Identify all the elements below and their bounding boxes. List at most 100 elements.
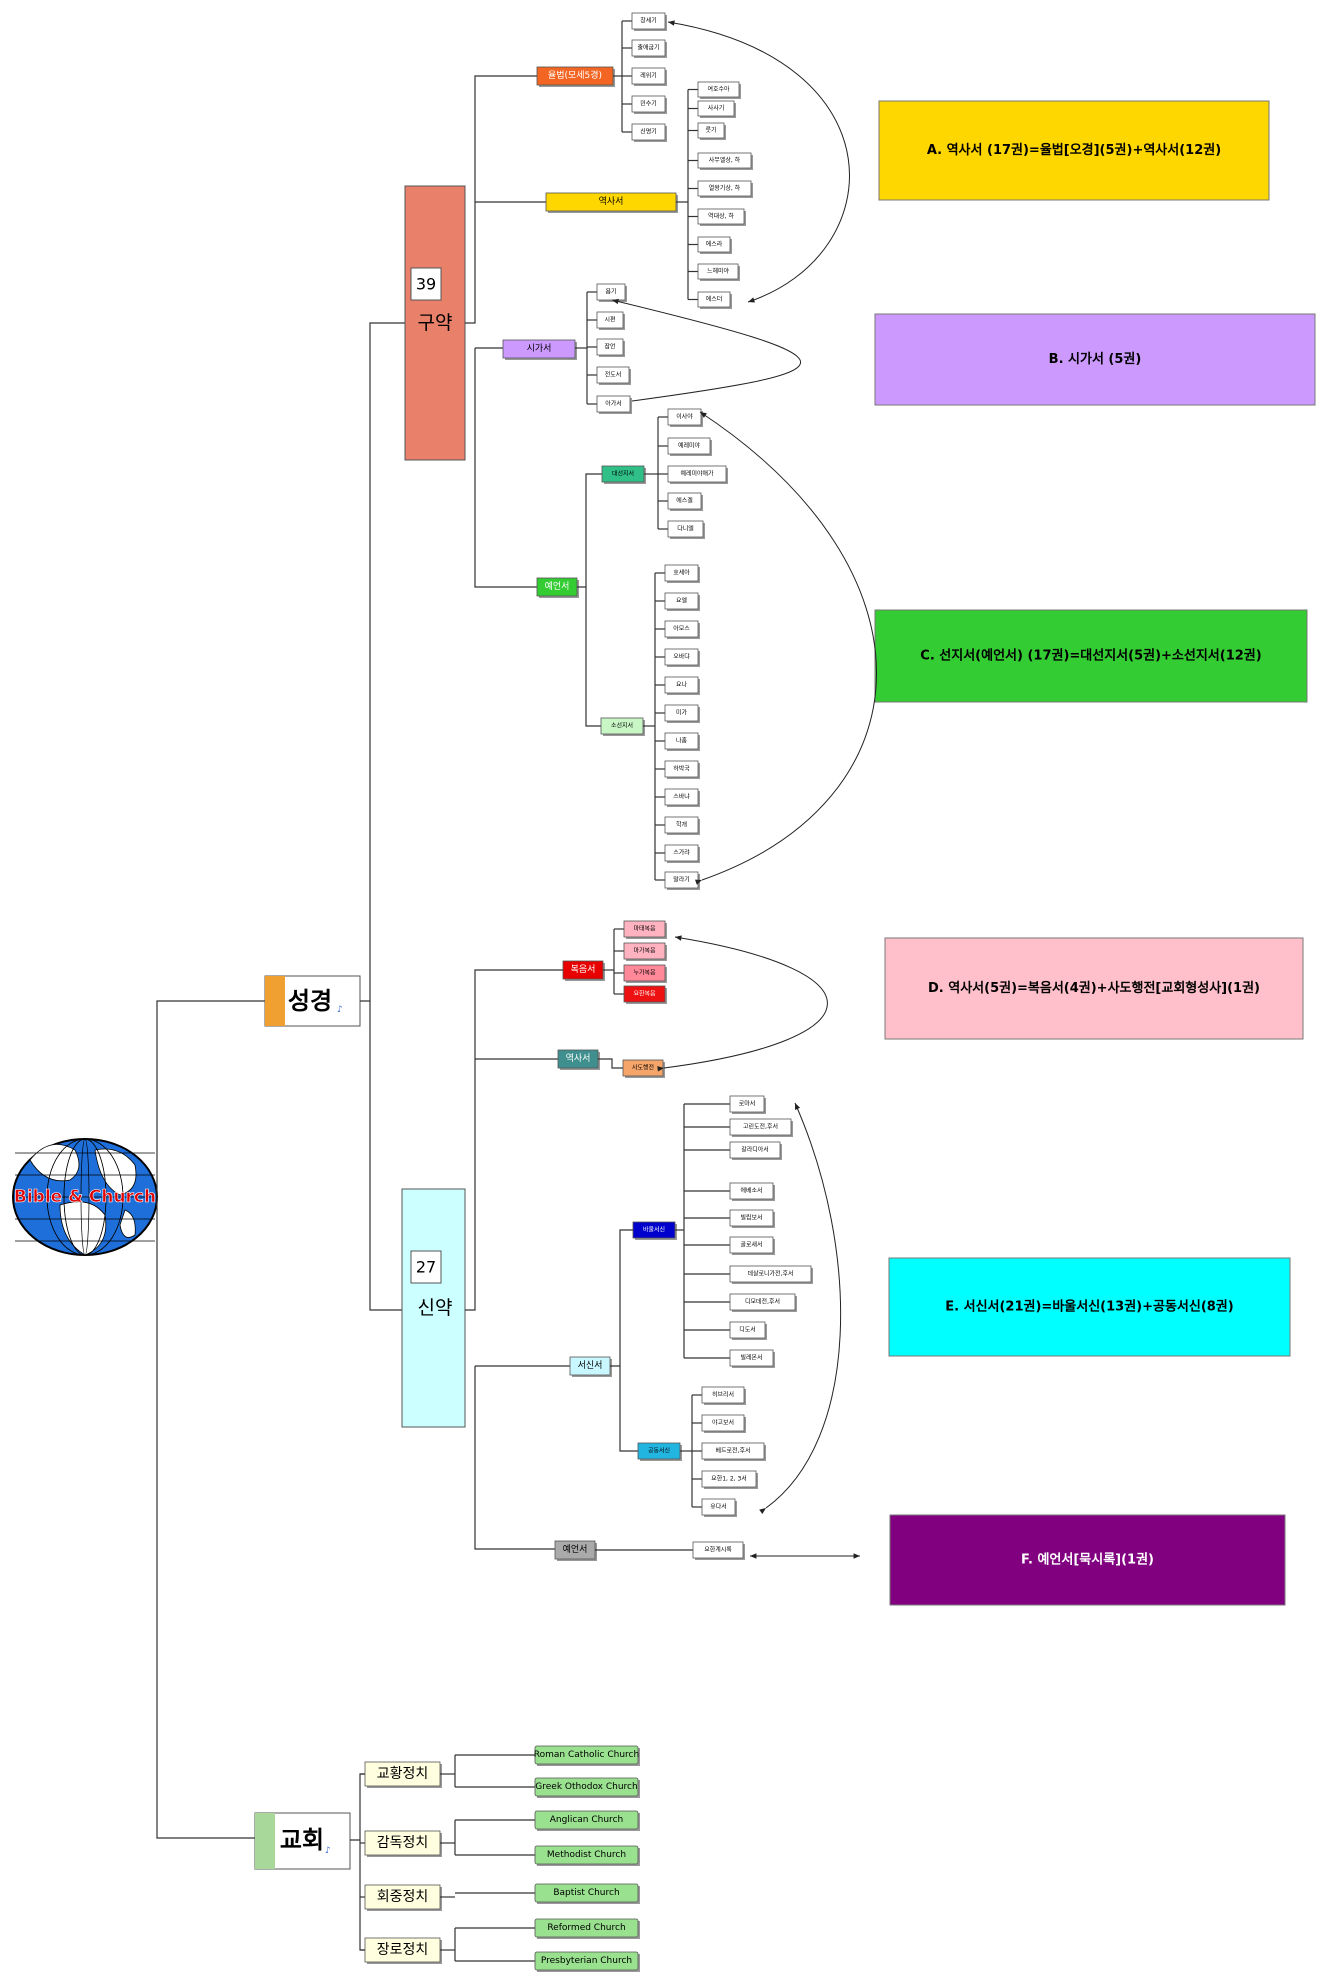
book-node[interactable]: 잠언 [596,338,625,357]
globe-meridian [46,1138,124,1256]
book-node[interactable]: 신명기 [631,123,667,142]
book-node[interactable]: 히브리서 [701,1386,746,1405]
book-node[interactable]: 이사야 [667,408,703,427]
church-item-node[interactable]: Methodist Church [534,1845,640,1866]
book-node[interactable]: 시편 [596,311,625,330]
book-node[interactable]: 요한계시록 [692,1541,745,1560]
book-node[interactable]: 말라기 [664,871,700,890]
book-node[interactable]: 학개 [664,816,700,835]
book-node[interactable]: 전도서 [596,366,631,385]
church-group-node[interactable]: 회중정치 [364,1884,442,1911]
summary-box-b[interactable]: B. 시가서 (5권) [874,313,1316,406]
book-node[interactable]: 스바냐 [664,788,700,807]
book-node[interactable]: 디모데전,후서 [729,1293,797,1312]
church-item-node[interactable]: Baptist Church [534,1883,640,1904]
book-node[interactable]: 에스라 [697,236,732,254]
nt-history-node[interactable]: 역사서 [557,1049,600,1070]
book-node[interactable]: 출애굽기 [631,39,667,58]
summary-box-d[interactable]: D. 역사서(5권)=복음서(4권)+사도행전[교회형성사](1권) [884,937,1304,1040]
book-node[interactable]: 레위기 [631,67,667,86]
church-item-node[interactable]: Roman Catholic Church [534,1745,640,1766]
book-node[interactable]: 역대상, 하 [697,208,746,226]
book-node[interactable]: 요한복음 [623,985,667,1004]
book-node[interactable]: 디도서 [729,1321,767,1340]
book-node[interactable]: 미가 [664,704,700,723]
bible-node[interactable]: 성경♪ [264,975,361,1027]
book-node[interactable]: 여호수아 [697,81,741,99]
book-node[interactable]: 데살로니가전,후서 [729,1265,813,1284]
book-node[interactable]: 에스더 [697,291,732,309]
book-node[interactable]: 요한1, 2, 3서 [701,1470,758,1489]
book-node[interactable]: 열왕기상, 하 [697,180,753,198]
church-group-node[interactable]: 감독정치 [364,1830,442,1857]
book-node[interactable]: 아모스 [664,620,700,639]
church-item-node[interactable]: Anglican Church [534,1810,640,1831]
node-label: Anglican Church [550,1815,623,1825]
summary-box-c[interactable]: C. 선지서(예언서) (17권)=대선지서(5권)+소선지서(12권) [874,609,1308,703]
summary-box-f[interactable]: F. 예언서[묵시록](1권) [889,1514,1286,1606]
general-epistles-node[interactable]: 공동서신 [637,1442,682,1461]
book-node[interactable]: 다니엘 [667,520,705,539]
major-prophets-node[interactable]: 대선지서 [601,465,646,484]
church-item-node[interactable]: Reformed Church [534,1918,640,1939]
book-node[interactable]: 요엘 [664,592,700,611]
node-label: 스가랴 [673,849,690,857]
law-node[interactable]: 율법(모세5경) [536,66,615,87]
book-node[interactable]: 오바댜 [664,648,700,667]
book-node[interactable]: 사사기 [697,100,736,118]
book-node[interactable]: 마태복음 [623,920,667,939]
node-label: 하박국 [673,765,690,773]
pauline-epistles-node[interactable]: 바울서신 [632,1221,677,1240]
node-label: 예레미야애가 [680,470,714,478]
minor-prophets-node[interactable]: 소선지서 [600,717,645,736]
ot-history-node[interactable]: 역사서 [545,192,678,213]
book-node[interactable]: 골로새서 [729,1236,775,1255]
book-node[interactable]: 유다서 [701,1498,737,1517]
book-node[interactable]: 갈라디아서 [729,1141,782,1160]
poetry-node[interactable]: 시가서 [502,339,577,360]
book-node[interactable]: 마가복음 [623,942,667,961]
book-node[interactable]: 야고보서 [701,1414,746,1433]
book-node[interactable]: 민수기 [631,95,667,114]
book-node[interactable]: 에스겔 [667,492,703,511]
book-node[interactable]: 욥기 [596,283,627,302]
connector-root-church [156,1197,255,1839]
book-node[interactable]: 예레미야애가 [667,465,728,484]
node-label: 시편 [604,316,615,324]
nt-prophecy-node[interactable]: 예언서 [554,1540,597,1561]
book-node[interactable]: 호세아 [664,564,700,583]
book-node[interactable]: 느헤미야 [697,263,740,281]
church-item-node[interactable]: Presbyterian Church [534,1951,640,1972]
book-node[interactable]: 창세기 [631,12,667,31]
node-box [623,942,666,960]
book-node[interactable]: 사무엘상, 하 [697,152,753,170]
book-node[interactable]: 베드로전,후서 [701,1442,766,1461]
book-node[interactable]: 스가랴 [664,844,700,863]
summary-box-e[interactable]: E. 서신서(21권)=바울서신(13권)+공동서신(8권) [888,1257,1291,1357]
book-node[interactable]: 아가서 [596,395,632,414]
book-node[interactable]: 룻기 [697,122,726,140]
book-node[interactable]: 고린도전,후서 [729,1118,793,1137]
book-node[interactable]: 나훔 [664,732,700,751]
book-node[interactable]: 누가복음 [623,964,667,983]
church-node[interactable]: 교회♪ [254,1812,351,1870]
prophecy-node[interactable]: 예언서 [536,577,579,598]
church-group-node[interactable]: 교황정치 [364,1761,442,1788]
church-item-node[interactable]: Greek Othodox Church [534,1777,640,1798]
book-node[interactable]: 빌립보서 [729,1209,775,1228]
church-group-node[interactable]: 장로정치 [364,1937,442,1964]
book-node[interactable]: 로마서 [729,1095,766,1114]
book-node[interactable]: 빌레몬서 [729,1349,775,1368]
book-node[interactable]: 에베소서 [729,1182,775,1201]
epistles-node[interactable]: 서신서 [569,1356,612,1377]
gospels-node[interactable]: 복음서 [562,960,605,981]
book-node[interactable]: 예레미야 [667,437,712,456]
book-node[interactable]: 하박국 [664,760,700,779]
node-box [534,1845,639,1865]
node-label: 에스겔 [676,497,693,505]
book-node[interactable]: 요나 [664,676,700,695]
globe-icon[interactable]: Bible & Church [12,1138,158,1256]
summary-box-a[interactable]: A. 역사서 (17권)=율법[오경](5권)+역사서(12권) [878,100,1270,201]
